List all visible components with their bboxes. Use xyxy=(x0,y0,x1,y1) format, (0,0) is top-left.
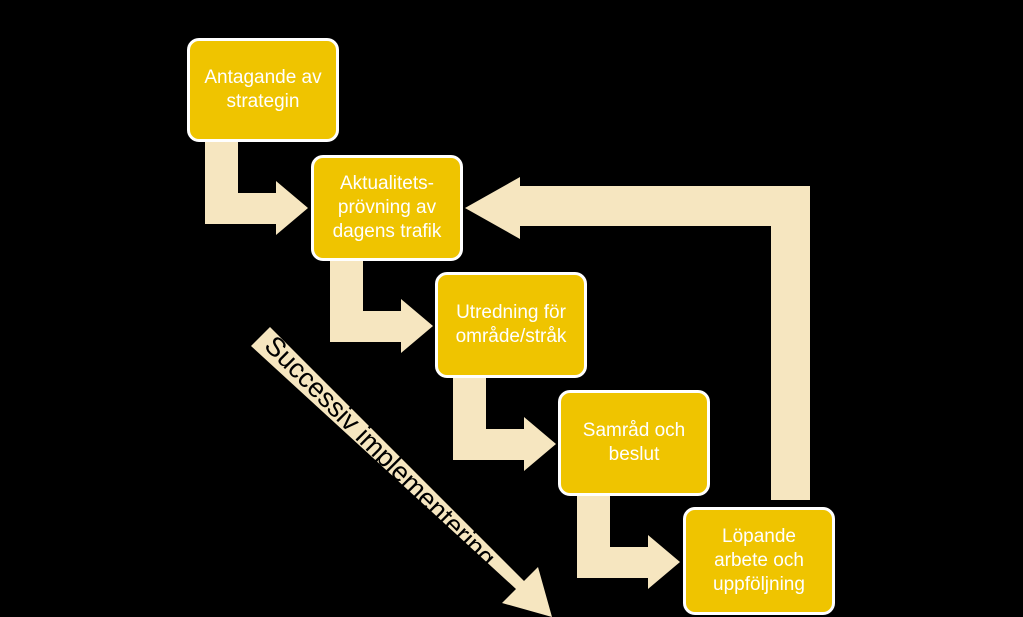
connector-arrow-1-2 xyxy=(205,140,308,235)
step-box-adoption: Antagande av strategin xyxy=(187,38,339,142)
step-box-consultation: Samråd och beslut xyxy=(558,390,710,496)
connector-arrow-4-5 xyxy=(577,494,680,589)
connector-arrow-3-4 xyxy=(453,376,556,471)
step-box-investigation: Utredning för område/stråk xyxy=(435,272,587,378)
connector-arrow-2-3 xyxy=(330,258,433,353)
step-box-followup: Löpande arbete och uppföljning xyxy=(683,507,835,615)
feedback-arrow xyxy=(465,177,810,500)
step-box-review: Aktualitets- prövning av dagens trafik xyxy=(311,155,463,261)
implementation-arrow xyxy=(251,327,552,617)
